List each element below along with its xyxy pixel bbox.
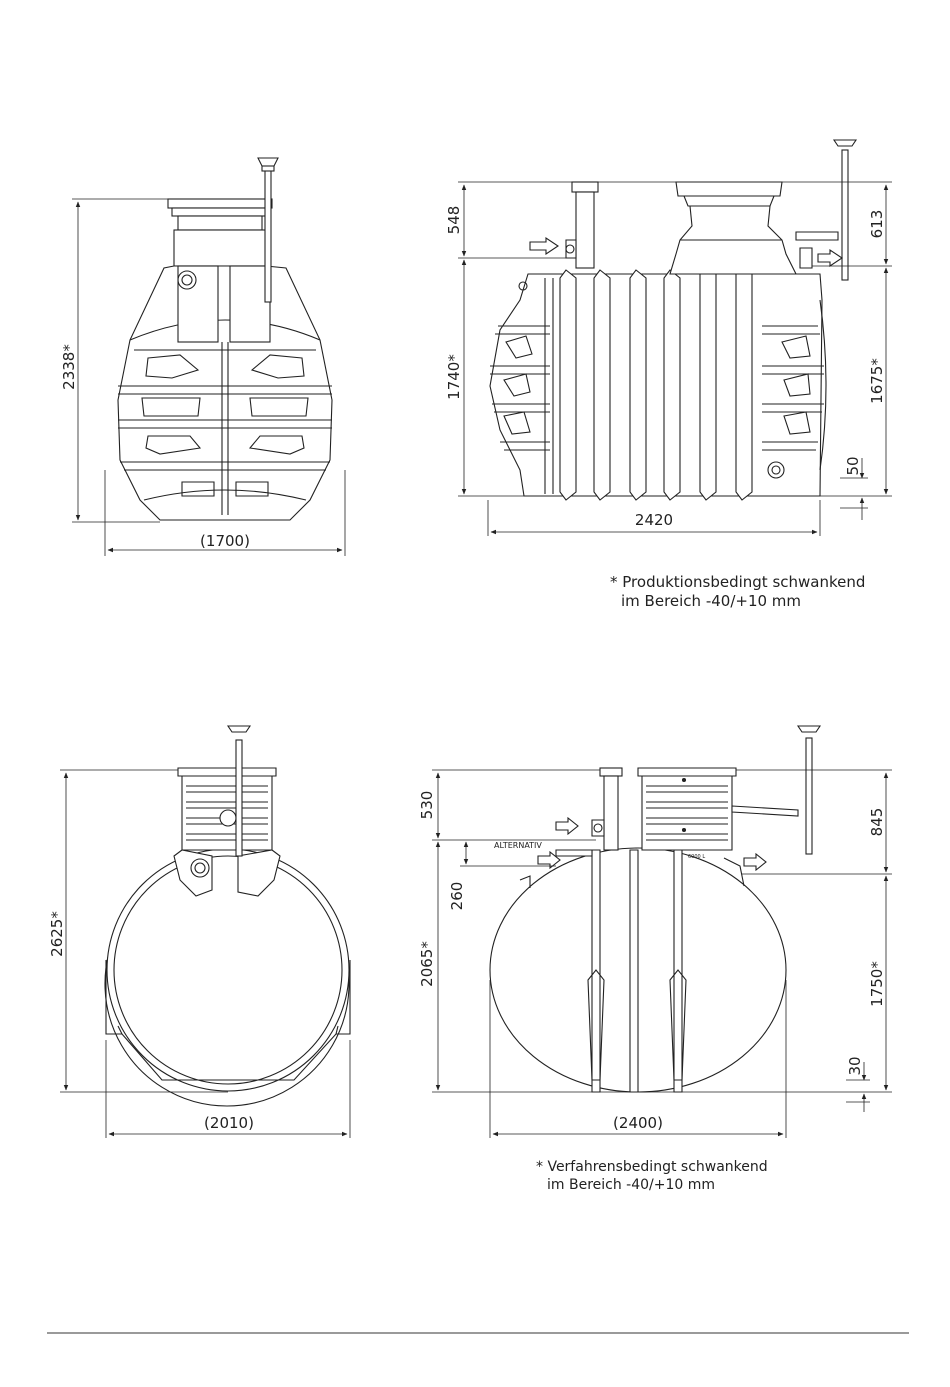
tank2-front-height-label: 2625* — [48, 911, 66, 957]
tank1-tolerance-note-line2: im Bereich -40/+10 mm — [621, 592, 801, 611]
tank1-body-label: 1740* — [445, 354, 463, 400]
tank2-alternativ-label: ALTERNATIV — [494, 841, 542, 850]
tank1-outlet-top-label: 613 — [868, 210, 886, 239]
tank2-outlet-body-label: 1750* — [868, 961, 886, 1007]
tank2-front-width-label: (2010) — [204, 1114, 254, 1132]
tank2-body-label: 2065* — [418, 941, 436, 987]
tank1-outlet-body-label: 1675* — [868, 358, 886, 404]
tank2-tolerance-note-line2: im Bereich -40/+10 mm — [547, 1176, 715, 1195]
tank2-volume-label: 6000 L — [688, 854, 705, 860]
tank1-front-width-label: (1700) — [200, 532, 250, 550]
tank1-tolerance-note-line1: * Produktionsbedingt schwankend — [610, 573, 865, 592]
tank1-length-label: 2420 — [635, 511, 673, 529]
tank1-base-label: 50 — [844, 456, 862, 475]
tank1-front-height-label: 2338* — [60, 344, 78, 390]
tank2-inlet-alt-label: 260 — [448, 882, 466, 911]
tank1-side-view — [490, 140, 856, 500]
tank2-outlet-top-label: 845 — [868, 808, 886, 837]
tank2-tolerance-note-line1: * Verfahrensbedingt schwankend — [536, 1158, 768, 1177]
tank2-side-view — [490, 726, 820, 1092]
tank2-length-label: (2400) — [613, 1114, 663, 1132]
footer-rule — [47, 1332, 909, 1334]
tank2-front-view — [105, 726, 350, 1106]
tank1-dome-label: 548 — [445, 206, 463, 235]
tank1-front-view — [118, 158, 332, 520]
tank2-base-label: 30 — [846, 1056, 864, 1075]
tank2-dome-label: 530 — [418, 791, 436, 820]
